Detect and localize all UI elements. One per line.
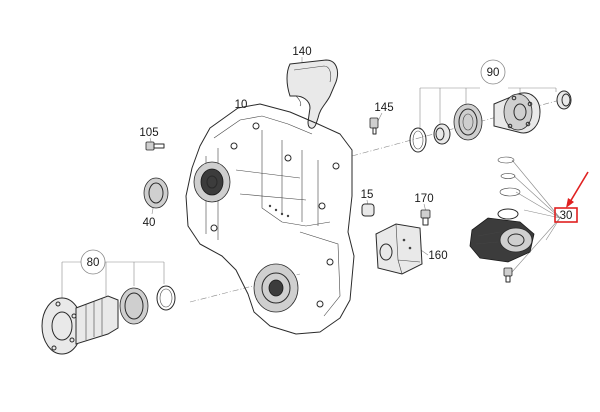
part-160-actuator: [375, 223, 423, 275]
red-arrowhead-icon: [566, 198, 574, 208]
label-145[interactable]: 145: [374, 102, 393, 114]
part-140-bracket: [286, 59, 339, 129]
label-80[interactable]: 80: [87, 257, 100, 269]
label-15[interactable]: 15: [361, 189, 374, 201]
part-105-bolt: [145, 141, 165, 151]
part-labels: 140 10 145 105 40 15 170 160 90 80 30: [80, 46, 573, 275]
callout-80[interactable]: 80: [80, 249, 106, 275]
label-140[interactable]: 140: [292, 46, 311, 58]
part-170-bolt: [420, 209, 431, 226]
label-105[interactable]: 105: [139, 127, 158, 139]
callout-90[interactable]: 90: [480, 59, 506, 85]
part-15-plug: [361, 203, 375, 217]
label-90[interactable]: 90: [487, 67, 500, 79]
label-10[interactable]: 10: [235, 99, 248, 111]
part-80-group: [41, 285, 176, 355]
highlight-annotation: [554, 171, 589, 223]
part-10-housing: [185, 103, 355, 335]
label-170[interactable]: 170: [414, 193, 433, 205]
label-40[interactable]: 40: [143, 217, 156, 229]
part-30-group: [469, 156, 535, 283]
label-30[interactable]: 30: [560, 210, 573, 222]
red-arrow-icon: [569, 171, 589, 203]
part-90-group: [409, 90, 572, 153]
label-160[interactable]: 160: [428, 250, 447, 262]
part-40-seal: [143, 177, 169, 209]
part-145-bolt: [369, 117, 379, 135]
